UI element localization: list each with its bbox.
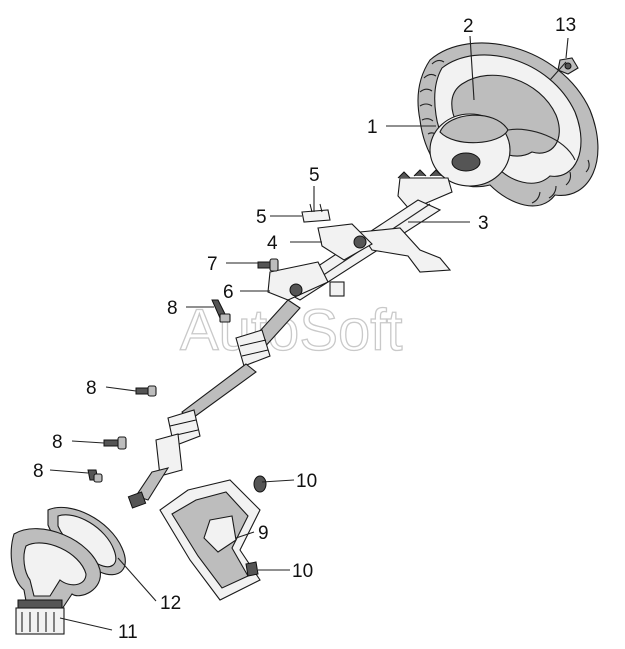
leader-lines xyxy=(49,35,569,631)
callout-9: 9 xyxy=(258,523,269,544)
callout-8-b: 8 xyxy=(86,378,97,399)
column-cover-icon xyxy=(159,479,261,601)
callout-5-upper: 5 xyxy=(309,165,320,186)
callout-2: 2 xyxy=(463,16,474,37)
nut-icon xyxy=(557,57,579,75)
callout-13: 13 xyxy=(555,15,576,36)
callout-3: 3 xyxy=(478,213,489,234)
clip-10-icon xyxy=(245,475,267,577)
callout-10-upper: 10 xyxy=(296,471,317,492)
callout-12: 12 xyxy=(160,593,181,614)
bolt-8-icon xyxy=(87,299,231,483)
callout-6: 6 xyxy=(223,282,234,303)
callout-8-c: 8 xyxy=(52,432,63,453)
callout-4: 4 xyxy=(267,233,278,254)
callout-5-lower: 5 xyxy=(256,207,267,228)
callout-7: 7 xyxy=(207,254,218,275)
callout-8-a: 8 xyxy=(167,298,178,319)
callout-8-d: 8 xyxy=(33,461,44,482)
callout-10-lower: 10 xyxy=(292,561,313,582)
boot-seal-icon xyxy=(10,528,101,635)
steering-wheel-icon xyxy=(417,42,599,207)
bolt-7-icon xyxy=(257,258,279,272)
callout-labels: 1 2 3 4 5 5 6 7 8 8 8 8 9 10 10 11 12 13 xyxy=(33,15,576,643)
intermediate-shaft-icon xyxy=(127,299,301,509)
callout-11: 11 xyxy=(118,622,138,643)
steering-column-icon xyxy=(267,169,453,301)
callout-1: 1 xyxy=(367,117,378,138)
